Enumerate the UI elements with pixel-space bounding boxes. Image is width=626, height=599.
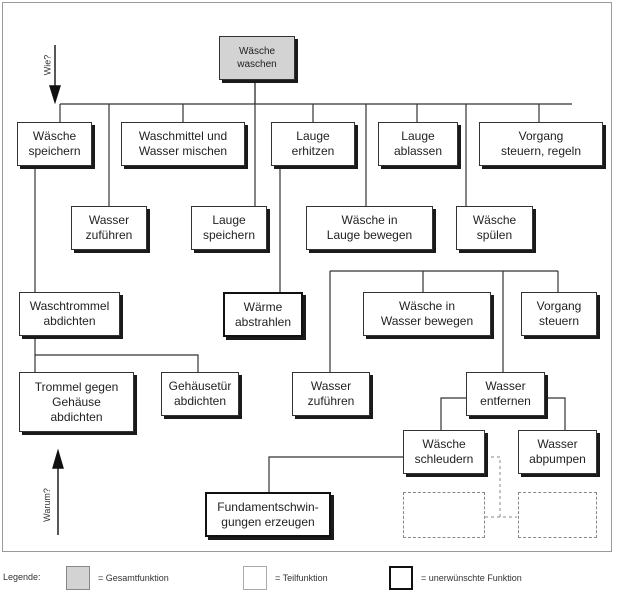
wie-label: Wie? (42, 54, 53, 76)
undesired-swatch-icon (389, 566, 413, 590)
node-lauge-speichern[interactable]: Lauge speichern (191, 206, 267, 250)
node-waschmittel-mischen[interactable]: Waschmittel und Wasser mischen (121, 122, 245, 166)
node-gehaeusetuer-abdichten[interactable]: Gehäusetür abdichten (161, 372, 239, 416)
connector (268, 456, 403, 492)
node-wasser-abpumpen[interactable]: Wasser abpumpen (518, 430, 597, 474)
legend: Legende: = Gesamtfunktion = Teilfunktion… (0, 566, 626, 594)
connector (35, 354, 199, 372)
legend-sub-label: = Teilfunktion (275, 573, 328, 583)
node-waesche-spuelen[interactable]: Wäsche spülen (456, 206, 533, 250)
connector (440, 397, 466, 430)
node-wasser-zufuehren-2[interactable]: Wasser zuführen (292, 372, 370, 416)
legend-item-sub: = Teilfunktion (243, 566, 328, 590)
node-lauge-erhitzen[interactable]: Lauge erhitzen (271, 122, 355, 166)
node-waesche-speichern[interactable]: Wäsche speichern (17, 122, 92, 166)
sub-swatch-icon (243, 566, 267, 590)
warum-arrowhead-icon (52, 448, 64, 469)
node-wasser-entfernen[interactable]: Wasser entfernen (466, 372, 545, 416)
node-vorgang-regeln[interactable]: Vorgang steuern, regeln (479, 122, 603, 166)
node-waesche-schleudern[interactable]: Wäsche schleudern (403, 430, 485, 474)
node-waesche-wasser-bewegen[interactable]: Wäsche in Wasser bewegen (363, 292, 491, 336)
node-placeholder-1 (403, 492, 485, 538)
legend-item-overall: = Gesamtfunktion (66, 566, 169, 590)
node-waerme-abstrahlen[interactable]: Wärme abstrahlen (223, 292, 303, 337)
legend-overall-label: = Gesamtfunktion (98, 573, 169, 583)
node-fundamentschwingungen[interactable]: Fundamentschwin- gungen erzeugen (205, 492, 331, 537)
legend-title-item: Legende: (3, 572, 41, 582)
node-lauge-ablassen[interactable]: Lauge ablassen (378, 122, 458, 166)
overall-swatch-icon (66, 566, 90, 590)
diagram-frame (2, 2, 612, 552)
legend-item-undesired: = unerwünschte Funktion (389, 566, 522, 590)
node-trommel-abdichten[interactable]: Trommel gegen Gehäuse abdichten (19, 372, 134, 432)
node-waesche-lauge-bewegen[interactable]: Wäsche in Lauge bewegen (306, 206, 433, 250)
legend-undesired-label: = unerwünschte Funktion (421, 573, 522, 583)
node-waesche-waschen[interactable]: Wäsche waschen (219, 36, 295, 80)
warum-label: Warum? (41, 488, 52, 522)
node-wasser-zufuehren-1[interactable]: Wasser zuführen (71, 206, 147, 250)
connector (545, 397, 566, 430)
dashed-connector (485, 456, 517, 518)
node-placeholder-2 (518, 492, 597, 538)
wie-arrowhead-icon (49, 85, 61, 105)
node-vorgang-steuern[interactable]: Vorgang steuern (521, 292, 597, 336)
legend-title: Legende: (3, 572, 41, 582)
node-waschtrommel-abdichten[interactable]: Waschtrommel abdichten (19, 292, 120, 336)
